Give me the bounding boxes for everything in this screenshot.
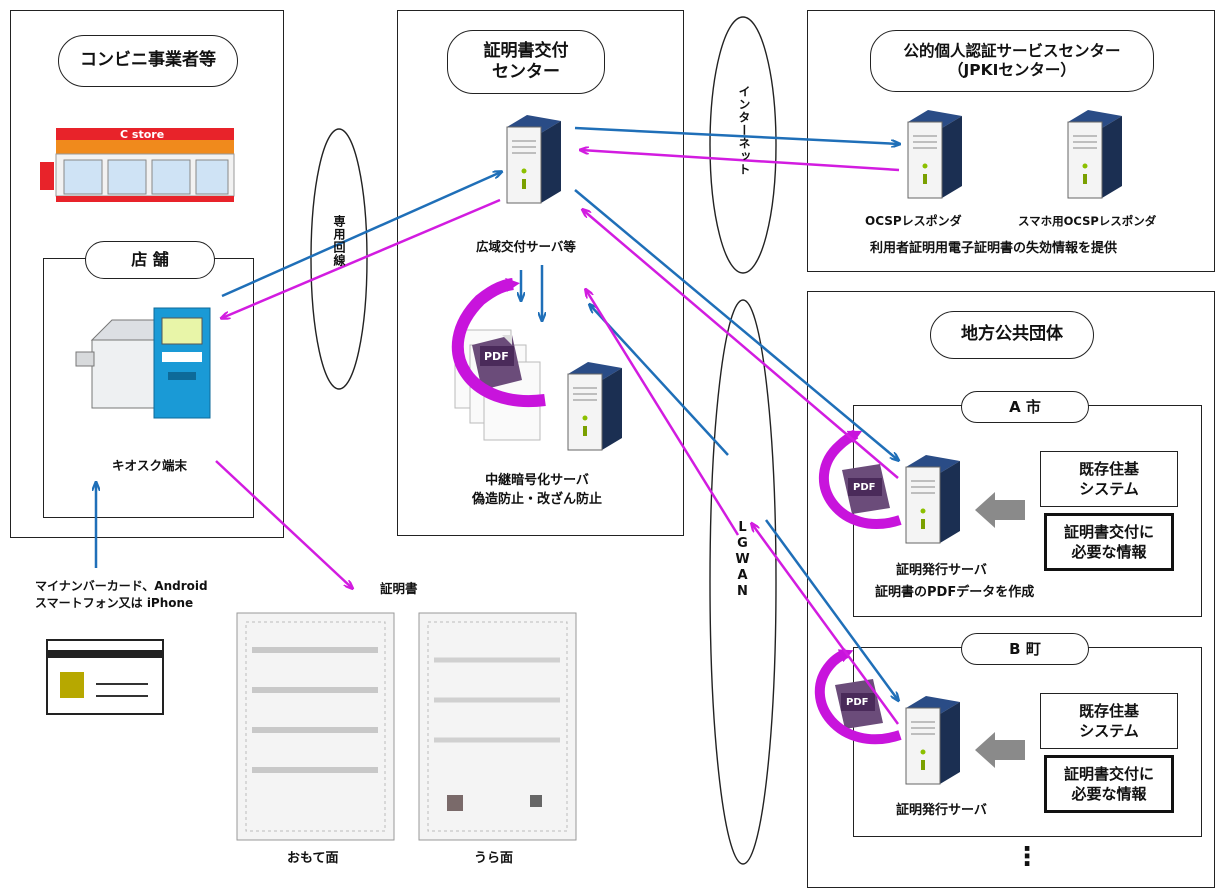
city-a-required-info: 証明書交付に 必要な情報 (1044, 513, 1174, 571)
store-illustration (40, 128, 235, 202)
internet-ellipse (709, 16, 777, 274)
town-b-required-info: 証明書交付に 必要な情報 (1044, 755, 1174, 813)
town-b-title: B 町 (961, 633, 1089, 665)
jpki-title: 公的個人認証サービスセンター （JPKIセンター） (870, 30, 1154, 92)
wide-area-server-label: 広域交付サーバ等 (476, 239, 576, 254)
town-b-server (905, 695, 961, 785)
internet-label: インターネット (737, 85, 751, 176)
town-b-gray-arrow (975, 732, 1025, 768)
shop-title: 店 舗 (85, 241, 215, 279)
local-gov-title: 地方公共団体 (930, 311, 1094, 359)
certificate-back (418, 612, 577, 841)
cert-center-title: 証明書交付 センター (447, 30, 605, 94)
wide-area-server (506, 114, 562, 204)
kiosk-label: キオスク端末 (112, 458, 188, 473)
town-b-pdf-icon (835, 679, 883, 729)
dedicated-line-label: 専用回線 (332, 215, 346, 267)
convenience-title: コンビニ事業者等 (58, 35, 238, 87)
kiosk-illustration (75, 307, 211, 419)
certificate-front-label: おもて面 (287, 851, 339, 866)
ocsp-server (907, 109, 963, 199)
center-cycle-arrow (451, 277, 546, 408)
city-a-pdf-label: PDF (853, 482, 876, 493)
certificate-title: 証明書 (380, 581, 418, 596)
city-a-title: A 市 (961, 391, 1089, 423)
my-number-card-illustration (46, 639, 164, 715)
city-a-existing-system: 既存住基 システム (1040, 451, 1178, 507)
jpki-description: 利用者証明用電子証明書の失効情報を提供 (870, 241, 1118, 256)
certificate-back-label: うら面 (474, 851, 514, 866)
town-b-cycle-arrow (814, 648, 902, 745)
city-a-description: 証明書のPDFデータを作成 (875, 585, 1035, 600)
lgwan-label: LGWAN (735, 520, 750, 600)
cert-center-panel (397, 10, 684, 536)
town-b-pdf-label: PDF (846, 697, 869, 708)
smartphone-ocsp-server (1067, 109, 1123, 199)
town-b-existing-system: 既存住基 システム (1040, 693, 1178, 749)
user-device-text: マイナンバーカード、Android スマートフォン又は iPhone (35, 579, 208, 611)
lgwan-ellipse (709, 299, 777, 865)
city-a-server-label: 証明発行サーバ (896, 563, 987, 578)
dedicated-line-ellipse (310, 128, 368, 390)
center-pdf-label: PDF (484, 350, 509, 363)
ocsp-label: OCSPレスポンダ (865, 214, 962, 228)
city-a-server (905, 454, 961, 544)
certificate-front (236, 612, 395, 841)
town-b-server-label: 証明発行サーバ (896, 803, 987, 818)
store-sign: C store (120, 128, 165, 141)
more-municipalities: ⋮ (1014, 842, 1040, 872)
relay-encryption-server (567, 361, 623, 451)
relay-server-label: 中継暗号化サーバ 偽造防止・改ざん防止 (472, 473, 603, 507)
city-a-gray-arrow (975, 492, 1025, 528)
city-a-pdf-icon (842, 464, 890, 514)
ocsp-smartphone-label: スマホ用OCSPレスポンダ (1018, 214, 1157, 228)
center-pdf-icon (472, 335, 522, 390)
